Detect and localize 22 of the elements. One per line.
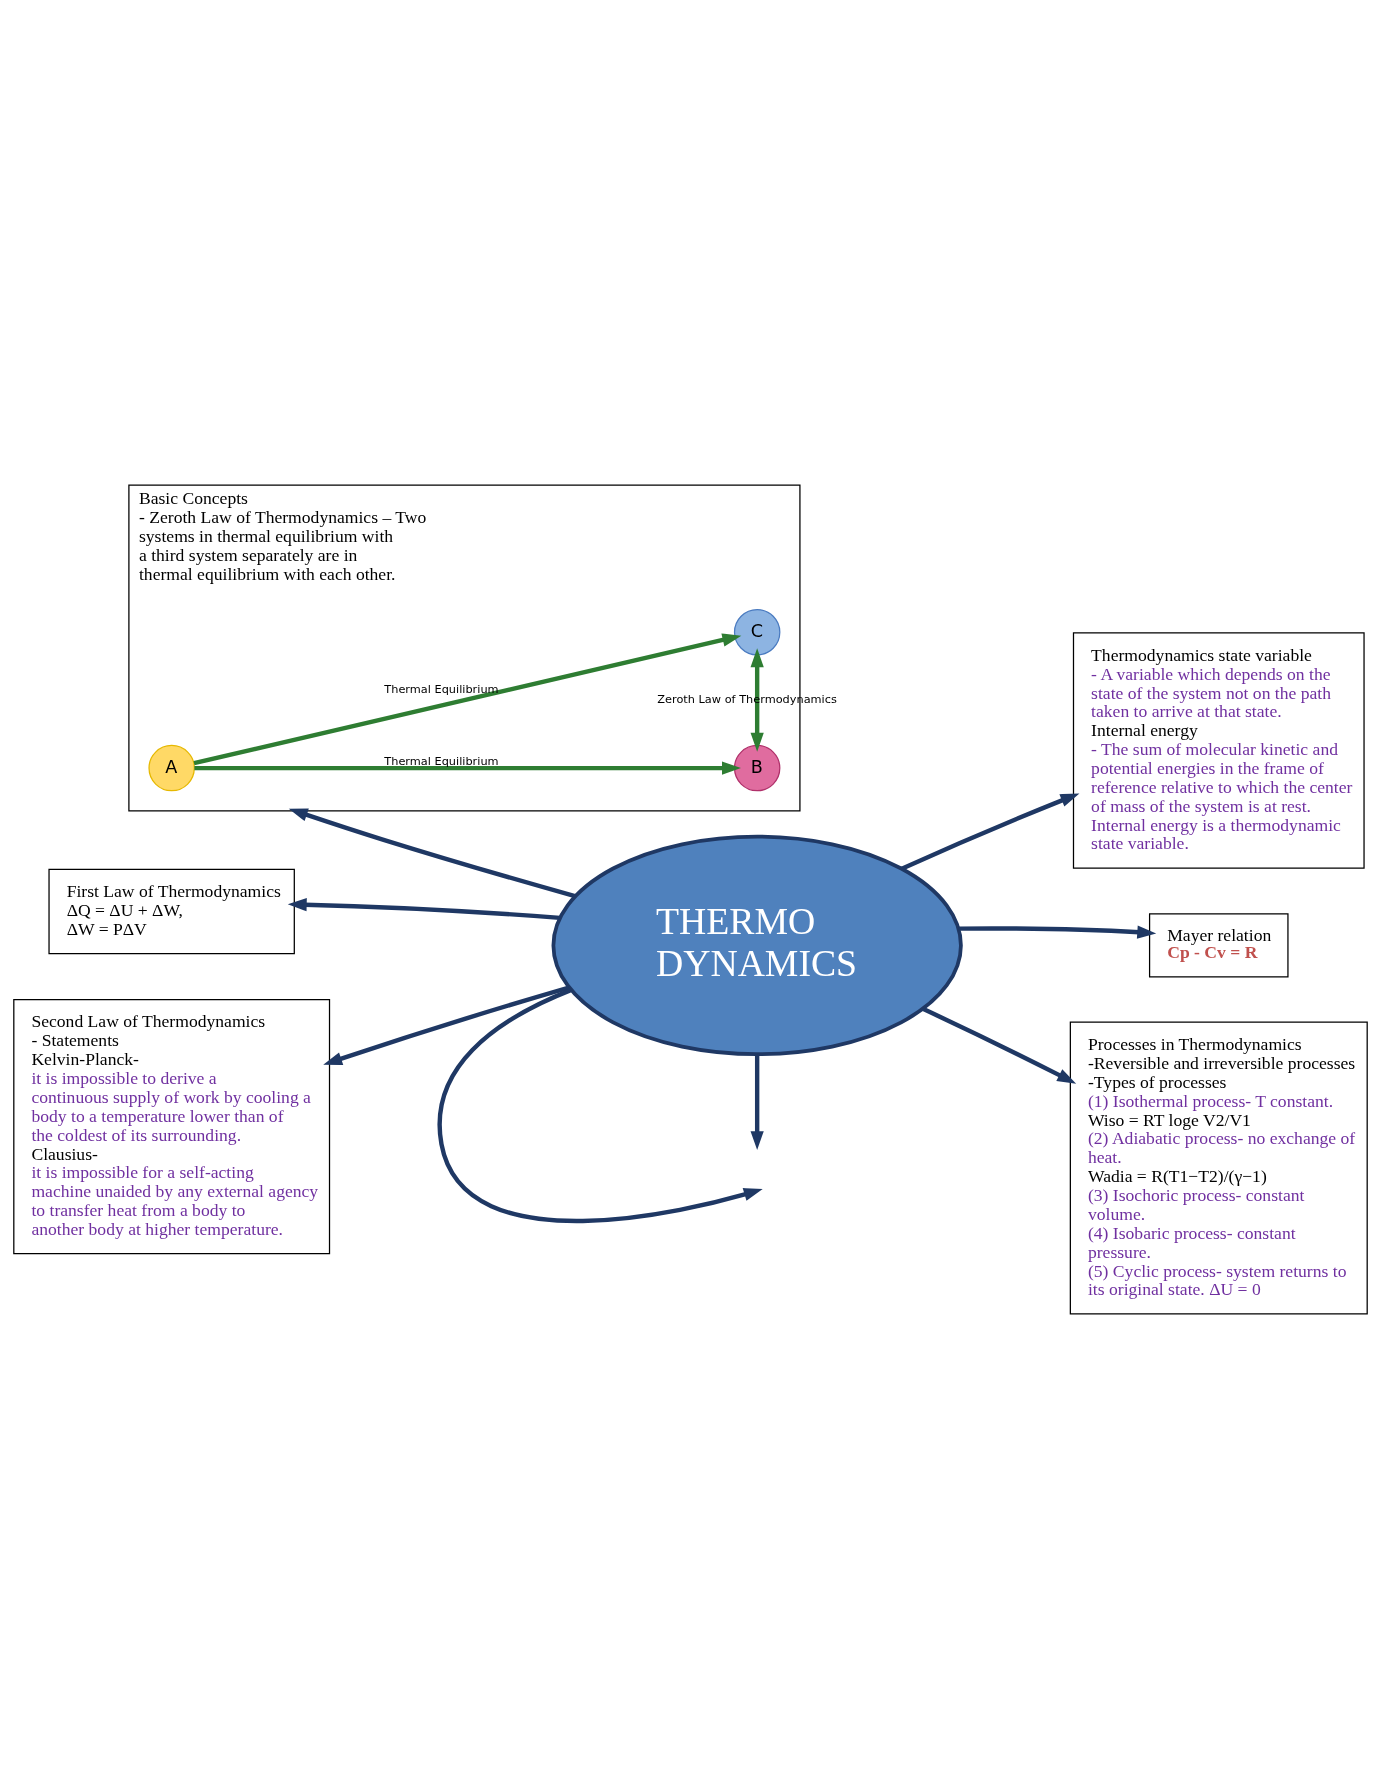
arrow (921, 1006, 1077, 1084)
arrow (287, 898, 561, 921)
arrow (750, 1054, 764, 1151)
arrow (193, 633, 742, 766)
node-box: Processes in Thermodynamics -Reversible and irreversible processes -Types of processes (1) Isothermal process- T constant. Wiso = RT loge V2/V1 (2) Adiabatic process- no exchange of heat. Wadia = R(T1−T2)/(γ−1) (3) Isochoric process- constant volume. (4) Isobaric process- constant pressure. (5) Cyclic process- system returns to its original state. ΔU = 0 (1069, 1021, 1368, 1315)
arrow (750, 648, 764, 752)
arrow (900, 793, 1080, 871)
node-box: First Law of Thermodynamics ΔQ = ΔU + ΔW, ΔW = PΔV (48, 868, 295, 955)
node-circle: A (148, 744, 195, 792)
node-circle: C (733, 609, 781, 656)
arrow (194, 761, 741, 775)
node-box: Mayer relation Cp - Cv = R (1148, 913, 1289, 978)
arrow (437, 988, 763, 1224)
node-box: Thermodynamics state variable - A variable which depends on the state of the system not on the path taken to arrive at that state. Internal energy - The sum of molecular kinetic and potential energies in the frame of reference relative to which the center of mass of the system is at rest. Internal energy is a thermodynamic state variable. (1072, 632, 1365, 869)
edge-label: Thermal Equilibrium (384, 681, 499, 696)
arrow (958, 925, 1157, 939)
arrow (323, 985, 570, 1065)
arrow (288, 808, 576, 899)
edge-label: Thermal Equilibrium (384, 753, 499, 768)
node-ellipse: THERMO DYNAMICS (551, 834, 963, 1057)
node-box: Second Law of Thermodynamics - Statements Kelvin-Planck- it is impossible to derive a continuous supply of work by cooling a body to a temperature lower than of the coldest of its surrounding. Clausius- it is impossible for a self-acting machine unaided by any external agency to transfer heat from a body to another body at higher temperature. (13, 998, 331, 1255)
node-circle: B (733, 744, 781, 792)
